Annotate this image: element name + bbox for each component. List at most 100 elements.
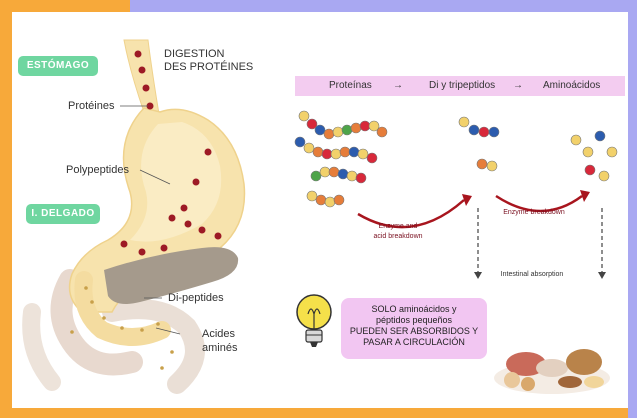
bead bbox=[313, 147, 323, 157]
label-polypeptides: Polypeptides bbox=[66, 164, 129, 177]
protein-dot bbox=[139, 67, 146, 74]
flow-bar: Proteínas → Di y tripeptidos → Aminoácid… bbox=[295, 76, 625, 96]
bead bbox=[311, 171, 321, 181]
bead bbox=[320, 167, 330, 177]
flow-step-proteinas: Proteínas bbox=[329, 80, 372, 91]
bead bbox=[307, 191, 317, 201]
bead bbox=[324, 129, 334, 139]
protein-dot bbox=[169, 215, 176, 222]
note-line4: PASAR A CIRCULACIÓN bbox=[341, 337, 487, 348]
bead bbox=[356, 173, 366, 183]
label-enzyme-acid-line1: Enzyme and bbox=[358, 222, 438, 231]
bead bbox=[299, 111, 309, 121]
protein-dot bbox=[143, 85, 150, 92]
bead bbox=[322, 149, 332, 159]
bead bbox=[477, 159, 487, 169]
label-enzyme-acid-line2: acid breakdown bbox=[358, 232, 438, 241]
bead bbox=[351, 123, 361, 133]
amino-dot bbox=[156, 322, 160, 326]
amino-dot bbox=[120, 326, 124, 330]
intestine-loop bbox=[31, 312, 52, 382]
bead bbox=[459, 117, 469, 127]
bead bbox=[367, 153, 377, 163]
top-accent-bar bbox=[130, 0, 637, 12]
amino-dot bbox=[102, 316, 106, 320]
esophagus bbox=[124, 40, 160, 120]
arrowhead bbox=[598, 272, 606, 279]
bead bbox=[331, 149, 341, 159]
amino-dot bbox=[70, 330, 74, 334]
protein-dot bbox=[161, 245, 168, 252]
bead bbox=[333, 127, 343, 137]
bead bbox=[377, 127, 387, 137]
bead bbox=[358, 149, 368, 159]
food-bread bbox=[566, 349, 602, 375]
food-cheese bbox=[584, 376, 604, 388]
bead bbox=[360, 121, 370, 131]
digestion-title-line2: DES PROTÉINES bbox=[164, 61, 253, 74]
bead bbox=[329, 167, 339, 177]
food-nuts bbox=[558, 376, 582, 388]
bead bbox=[489, 127, 499, 137]
bead bbox=[315, 125, 325, 135]
bead bbox=[349, 147, 359, 157]
digestion-title-line1: DIGESTION bbox=[164, 48, 225, 61]
bead bbox=[334, 195, 344, 205]
right-accent-bar bbox=[628, 0, 637, 418]
bead bbox=[342, 125, 352, 135]
note-line1: SOLO aminoácidos y bbox=[341, 304, 487, 315]
protein-chain bbox=[295, 111, 387, 207]
food-egg bbox=[521, 377, 535, 391]
protein-dot bbox=[215, 233, 222, 240]
di-tripeptides bbox=[459, 117, 499, 171]
bead bbox=[304, 143, 314, 153]
protein-dot bbox=[121, 241, 128, 248]
bulb-base bbox=[306, 330, 322, 342]
protein-dot bbox=[193, 179, 200, 186]
protein-dot bbox=[135, 51, 142, 58]
tag-estomago: ESTÓMAGO bbox=[18, 56, 98, 76]
tag-intestino-delgado: I. DELGADO bbox=[26, 204, 100, 224]
label-dipeptides: Di-peptides bbox=[168, 292, 224, 305]
amino-dot bbox=[160, 366, 164, 370]
bead bbox=[599, 171, 609, 181]
flow-arrow-icon: → bbox=[393, 80, 403, 91]
label-acides-line2: aminés bbox=[202, 342, 237, 355]
amino-dot bbox=[140, 328, 144, 332]
bead bbox=[295, 137, 305, 147]
bead bbox=[347, 171, 357, 181]
bead bbox=[583, 147, 593, 157]
note-line2: péptidos pequeños bbox=[341, 315, 487, 326]
light-bulb-icon bbox=[294, 290, 334, 352]
bead bbox=[487, 161, 497, 171]
amino-dot bbox=[170, 350, 174, 354]
bead bbox=[479, 127, 489, 137]
breakdown-diagram bbox=[282, 96, 628, 282]
flow-arrow-icon: → bbox=[513, 80, 523, 91]
label-acides-line1: Acides bbox=[202, 328, 235, 341]
bead bbox=[338, 169, 348, 179]
arrowhead bbox=[474, 272, 482, 279]
food-plate-icon bbox=[490, 328, 614, 398]
protein-dot bbox=[199, 227, 206, 234]
amino-dot bbox=[84, 286, 88, 290]
bead bbox=[571, 135, 581, 145]
content-card: ESTÓMAGO I. DELGADO DIGESTION DES PROTÉI… bbox=[12, 12, 628, 408]
bead bbox=[585, 165, 595, 175]
food-fish bbox=[536, 359, 568, 377]
protein-dot bbox=[185, 221, 192, 228]
note-line3: PUEDEN SER ABSORBIDOS Y bbox=[341, 326, 487, 337]
flow-step-di-tripeptidos: Di y tripeptidos bbox=[429, 80, 495, 91]
bead bbox=[469, 125, 479, 135]
label-proteines: Protéines bbox=[68, 100, 114, 113]
protein-dot bbox=[205, 149, 212, 156]
label-enzyme-breakdown: Enzyme breakdown bbox=[484, 208, 584, 217]
bead bbox=[325, 197, 335, 207]
bead bbox=[316, 195, 326, 205]
bead bbox=[595, 131, 605, 141]
food-egg bbox=[504, 372, 520, 388]
protein-dot bbox=[139, 249, 146, 256]
flow-step-aminoacidos: Aminoácidos bbox=[543, 80, 600, 91]
bead bbox=[607, 147, 617, 157]
